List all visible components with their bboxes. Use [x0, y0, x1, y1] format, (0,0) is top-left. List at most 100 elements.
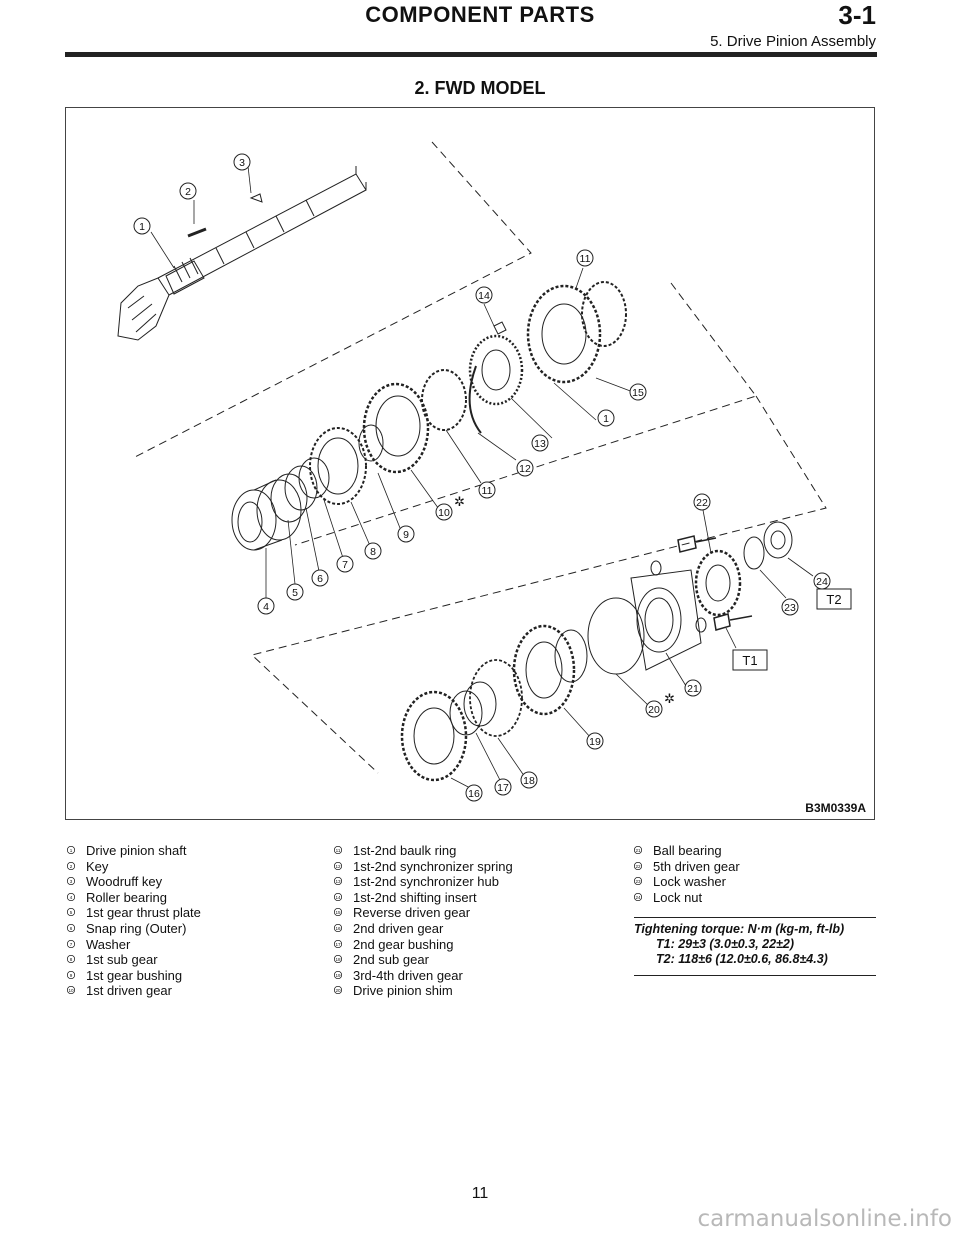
callout-21: 21	[687, 683, 699, 695]
figure-code: B3M0339A	[805, 801, 866, 815]
asterisk-10: ✲	[454, 494, 465, 509]
torque-t2: T2: 118±6 (12.0±0.6, 86.8±4.3)	[656, 952, 828, 966]
callout-15: 15	[632, 387, 644, 399]
legend-number: 20	[334, 986, 342, 995]
legend-text: 1st-2nd shifting insert	[353, 889, 477, 905]
callout-5: 5	[292, 587, 298, 599]
legend-text: Washer	[86, 936, 131, 952]
callout-23: 23	[784, 602, 796, 614]
legend-number: 14	[334, 892, 342, 901]
legend-number: 24	[634, 892, 642, 901]
callout-4: 4	[263, 601, 269, 613]
dashed-plane-3	[250, 395, 827, 774]
legend-number: 11	[334, 846, 342, 854]
callout-10: 10	[438, 507, 450, 519]
callout-16: 16	[468, 788, 480, 800]
legend-number: 3	[67, 877, 75, 886]
watermark: carmanualsonline.info	[697, 1206, 952, 1232]
legend-text: Ball bearing	[653, 843, 722, 858]
svg-text:7: 7	[70, 942, 73, 947]
callout-1b: 1	[603, 413, 609, 425]
legend-item: 3 Woodruff key	[67, 874, 201, 890]
svg-text:8: 8	[70, 957, 73, 962]
exploded-diagram: 1 2 3 4 5 6 7 8 9 10 11 12 13 14 15 1 11…	[65, 107, 875, 820]
reverse-driven-gear	[526, 284, 602, 384]
legend-number: 22	[634, 861, 642, 870]
baulk-ring-a	[421, 369, 467, 431]
svg-text:1: 1	[70, 848, 73, 853]
svg-text:11: 11	[336, 848, 341, 853]
callout-1: 1	[139, 221, 145, 233]
callout-8: 8	[370, 546, 376, 558]
legend-number: 2	[67, 861, 75, 870]
svg-text:18: 18	[335, 957, 341, 962]
legend-text: 1st-2nd baulk ring	[353, 843, 457, 858]
callout-2: 2	[185, 186, 191, 198]
legend-number: 21	[634, 846, 642, 854]
legend-item: 20 Drive pinion shim	[334, 983, 513, 999]
header-subtitle: 5. Drive Pinion Assembly	[710, 33, 876, 50]
callout-11b: 11	[580, 253, 591, 265]
legend-item: 7 Washer	[67, 937, 201, 953]
callout-24: 24	[816, 576, 828, 588]
legend-text: 2nd sub gear	[353, 952, 429, 968]
header-title: COMPONENT PARTS	[365, 2, 595, 27]
legend-item: 14 1st-2nd shifting insert	[334, 890, 513, 906]
legend-text: Woodruff key	[86, 874, 163, 890]
sync-spring	[468, 365, 482, 434]
legend-text: 1st sub gear	[86, 952, 158, 968]
ball-bearing	[630, 569, 702, 671]
svg-text:13: 13	[335, 879, 341, 884]
t2-box	[816, 588, 852, 610]
diagram-drawing: 1 2 3 4 5 6 7 8 9 10 11 12 13 14 15 1 11…	[117, 141, 852, 802]
legend-number: 16	[334, 923, 342, 932]
legend-number: 8	[67, 955, 75, 964]
svg-text:22: 22	[635, 864, 641, 869]
legend-text: 2nd gear bushing	[353, 936, 454, 952]
header-rule	[65, 52, 877, 57]
legend-text: 1st gear thrust plate	[86, 905, 201, 921]
svg-text:16: 16	[335, 926, 341, 931]
third-fourth-driven-gear	[512, 624, 588, 716]
washer	[298, 457, 330, 499]
svg-text:24: 24	[635, 895, 641, 900]
asterisk-20: ✲	[664, 691, 675, 706]
fifth-driven-gear	[694, 549, 742, 617]
legend-number: 1	[67, 846, 75, 854]
svg-text:6: 6	[70, 926, 73, 931]
callout-12: 12	[519, 463, 531, 475]
svg-text:12: 12	[335, 864, 341, 869]
callout-18: 18	[523, 775, 535, 787]
first-driven-gear	[358, 382, 430, 474]
legend-number: 17	[334, 939, 342, 948]
svg-text:17: 17	[335, 942, 341, 947]
svg-text:9: 9	[70, 973, 73, 978]
legend-number: 9	[67, 970, 75, 979]
legend-number: 13	[334, 877, 342, 886]
thrust-plate	[270, 473, 308, 523]
legend-number: 4	[67, 892, 75, 901]
legend-text: Drive pinion shaft	[86, 843, 187, 858]
callout-9: 9	[403, 529, 409, 541]
snap-ring	[284, 465, 318, 511]
svg-text:4: 4	[70, 895, 73, 900]
legend-text: Drive pinion shim	[353, 983, 453, 999]
legend-text: Reverse driven gear	[353, 905, 471, 921]
drive-pinion-shaft	[117, 166, 367, 341]
legend-number: 18	[334, 955, 342, 964]
legend-item: 11 1st-2nd baulk ring	[334, 843, 513, 859]
callout-13: 13	[534, 438, 546, 450]
svg-text:23: 23	[635, 879, 641, 884]
section-title: 2. FWD MODEL	[414, 78, 546, 98]
